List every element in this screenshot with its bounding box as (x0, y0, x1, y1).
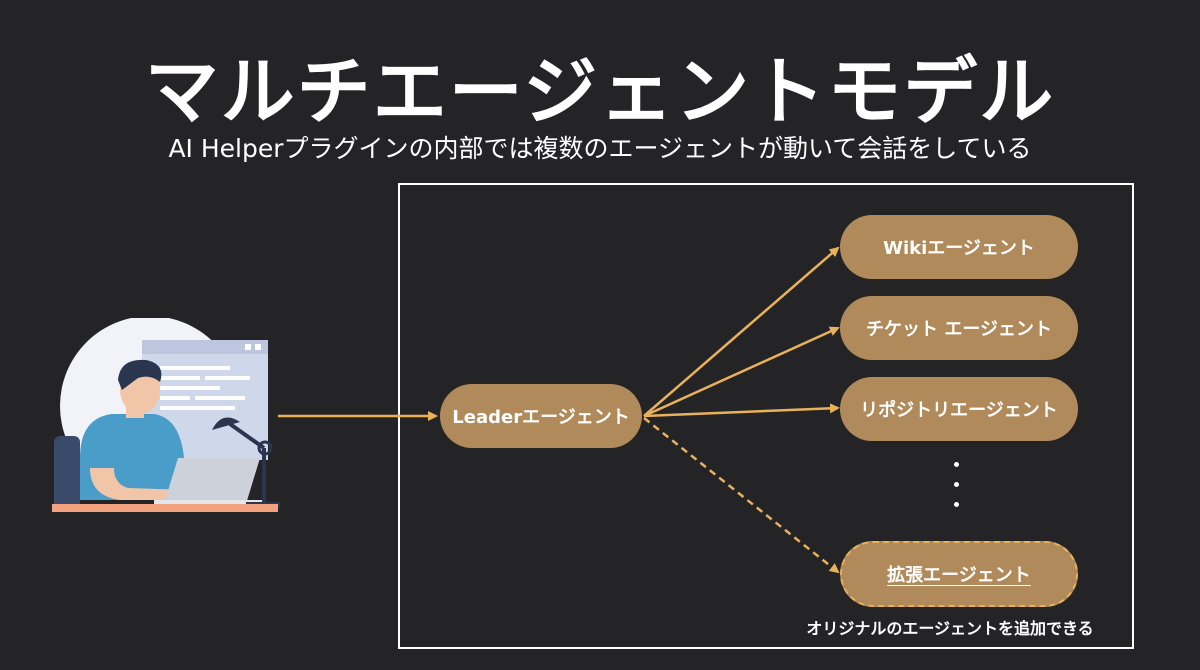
person-at-laptop-icon (52, 318, 280, 512)
wiki-agent-node: Wikiエージェント (840, 215, 1078, 279)
leader-agent-node: Leaderエージェント (440, 384, 642, 448)
arrow-leader-to-repository (643, 403, 840, 418)
arrow-leader-to-ticket (643, 326, 840, 418)
repository-agent-node: リポジトリエージェント (840, 377, 1078, 441)
arrow-leader-to-wiki (643, 246, 840, 417)
page-title: マルチエージェントモデル (144, 49, 1056, 135)
extension-note: オリジナルのエージェントを追加できる (806, 619, 1094, 638)
arrow-leader-to-extension (643, 417, 840, 574)
page-subtitle: AI Helperプラグインの内部では複数のエージェントが動いて会話をしている (168, 134, 1032, 163)
ellipsis-dots (954, 462, 959, 522)
ticket-agent-node: チケット エージェント (840, 296, 1078, 360)
extension-agent-node[interactable]: 拡張エージェント (840, 541, 1078, 607)
